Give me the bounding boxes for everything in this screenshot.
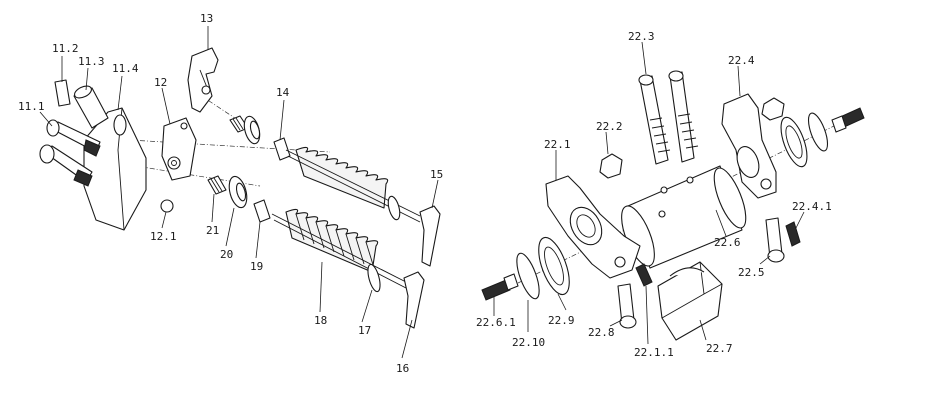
label-16: 16 [396, 362, 409, 375]
right-rocker-shaft-assembly: 22.1 22.2 22.3 22.4 22.4.1 22.5 22.6 22.… [476, 30, 865, 359]
label-12-1: 12.1 [150, 230, 177, 243]
label-22-4: 22.4 [728, 54, 755, 67]
label-18: 18 [314, 314, 327, 327]
part-22-4-rocker-arm [721, 93, 777, 199]
label-12: 12 [154, 76, 167, 89]
label-11-3: 11.3 [78, 55, 105, 68]
label-22-7: 22.7 [706, 342, 733, 355]
right-washer [780, 116, 808, 168]
label-15: 15 [430, 168, 443, 181]
label-22-9: 22.9 [548, 314, 575, 327]
label-17: 17 [358, 324, 371, 337]
label-22-3: 22.3 [628, 30, 655, 43]
label-11-2: 11.2 [52, 42, 79, 55]
part-20-spring-seat [228, 175, 248, 209]
part-13-rocker-arm [187, 47, 219, 113]
label-11-4: 11.4 [112, 62, 139, 75]
part-22-3-bolts [638, 70, 699, 165]
left-callout-labels: 11.1 11.2 11.3 11.4 12 12.1 13 14 15 16 … [18, 12, 443, 375]
part-12-pivot [167, 156, 181, 170]
label-22-5: 22.5 [738, 266, 765, 279]
part-22-10-circlip [516, 252, 540, 300]
lower-axis-line [129, 164, 261, 187]
label-13: 13 [200, 12, 213, 25]
part-11-4-hole [113, 114, 127, 136]
label-22-6-1: 22.6.1 [476, 316, 516, 329]
label-21: 21 [206, 224, 219, 237]
part-22-1-rocker-arm [545, 175, 641, 279]
label-22-1-1: 22.1.1 [634, 346, 674, 359]
right-callout-labels: 22.1 22.2 22.3 22.4 22.4.1 22.5 22.6 22.… [476, 30, 832, 359]
part-22-4-1-screw [785, 221, 801, 247]
part-16-valve [271, 213, 425, 329]
part-22-8-pin [617, 283, 637, 329]
part-22-5-pin [765, 217, 785, 263]
part-22-9-washer [538, 236, 570, 296]
label-14: 14 [276, 86, 290, 99]
label-22-6: 22.6 [714, 236, 741, 249]
part-19-collet [253, 199, 271, 223]
part-22-6-1-screw [481, 273, 519, 301]
right-circlip [807, 112, 829, 152]
label-22-1: 22.1 [544, 138, 571, 151]
part-22-7-support [657, 261, 723, 341]
part-18-valve-spring [285, 208, 379, 273]
part-11-2-nut [54, 79, 71, 107]
upper-valve [285, 149, 441, 267]
label-22-8: 22.8 [588, 326, 615, 339]
right-end-screw [831, 107, 865, 133]
part-14-collet [273, 137, 291, 161]
label-19: 19 [250, 260, 263, 273]
label-20: 20 [220, 248, 233, 261]
part-22-2-nut [599, 153, 623, 179]
part-upper-adjuster [229, 115, 261, 145]
left-valve-assembly: 11.1 11.2 11.3 11.4 12 12.1 13 14 15 16 … [18, 12, 443, 375]
left-leader-lines [39, 26, 439, 359]
label-22-4-1: 22.4.1 [792, 200, 832, 213]
part-22-4-nut [761, 97, 785, 121]
label-22-10: 22.10 [512, 336, 545, 349]
right-leader-lines [493, 41, 805, 345]
part-12-1-ball [160, 199, 174, 213]
part-17-retainer [367, 263, 381, 293]
part-11-1-bolts [39, 119, 101, 187]
label-22-2: 22.2 [596, 120, 623, 133]
part-21-adjuster [207, 175, 227, 195]
part-22-6-shaft [621, 165, 747, 269]
label-11-1: 11.1 [18, 100, 45, 113]
part-22-1-1-screw [635, 263, 653, 287]
